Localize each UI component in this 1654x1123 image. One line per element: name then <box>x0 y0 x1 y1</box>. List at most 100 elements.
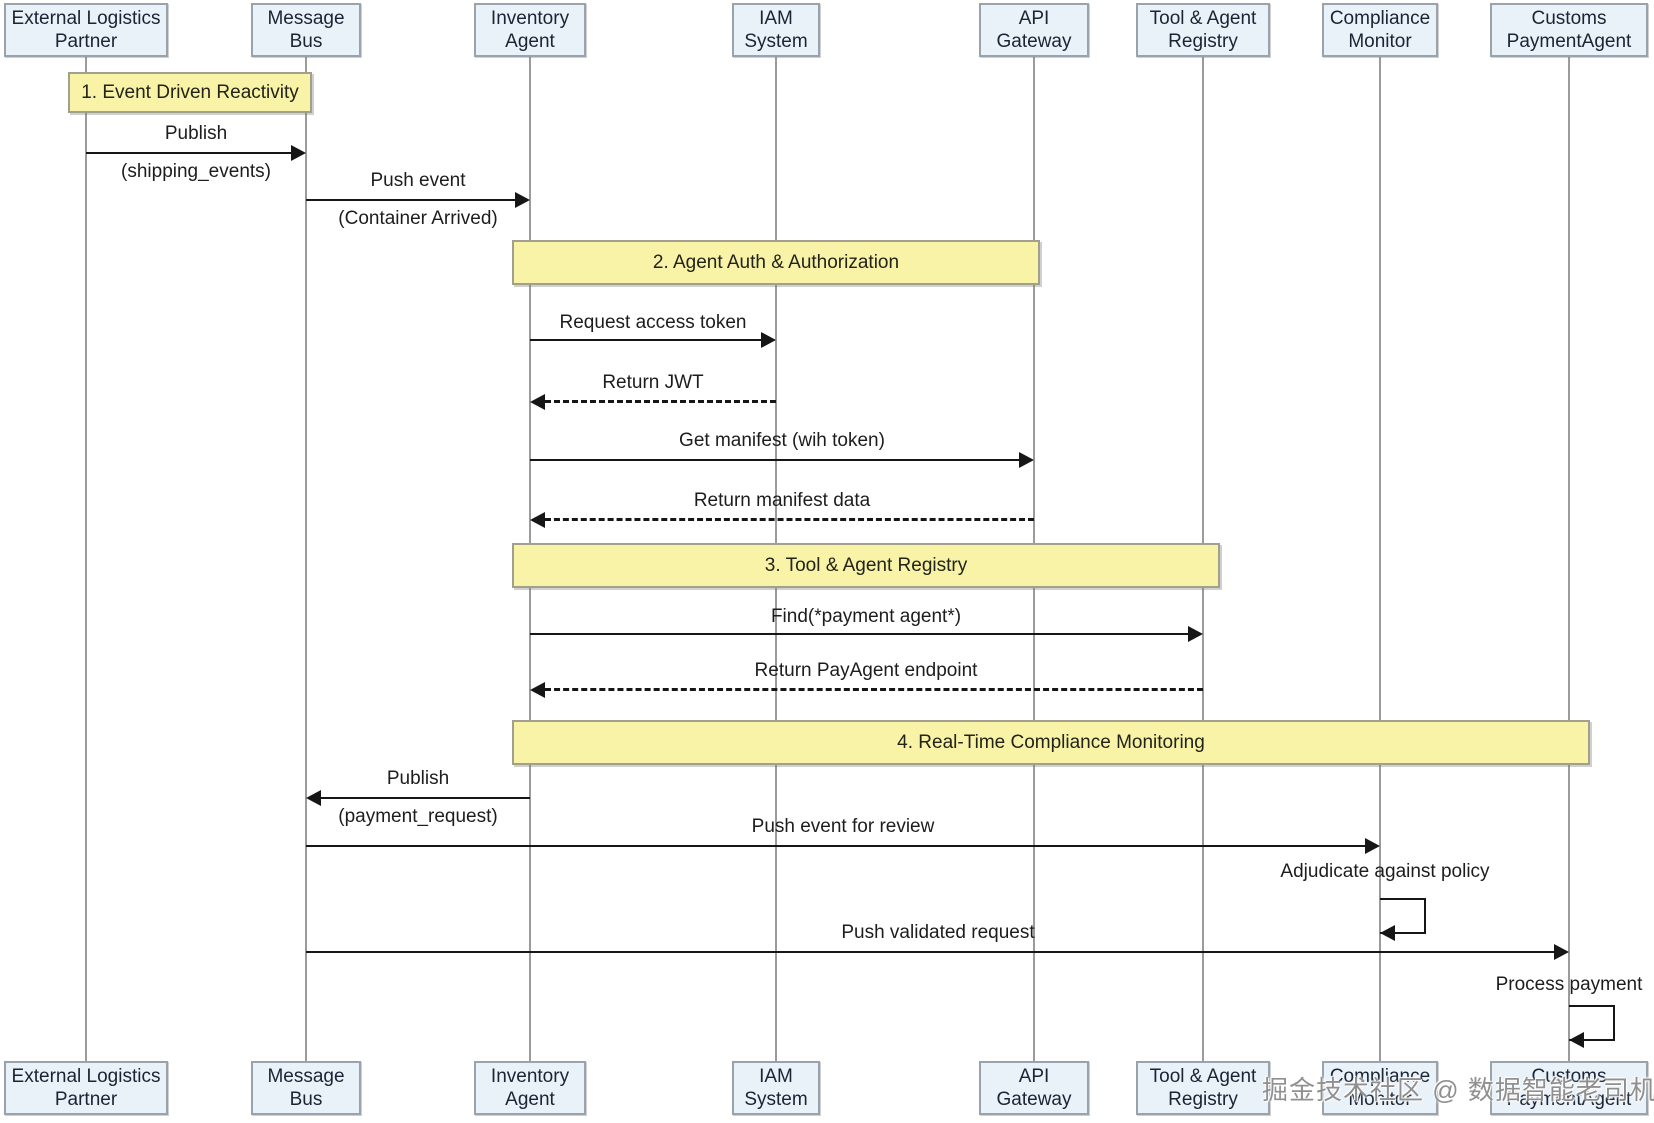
message-arrow-publish-shipping <box>86 152 298 154</box>
arrowhead <box>515 192 530 208</box>
message-label-find-payment-agent: Find(*payment agent*) <box>770 606 962 627</box>
participant-top-api-gateway: API Gateway <box>979 3 1089 57</box>
lifeline-message-bus <box>305 57 307 1061</box>
participant-label: IAM <box>759 8 793 29</box>
message-arrow-return-jwt <box>545 400 776 403</box>
message-label-publish-payment: Publish <box>386 768 450 789</box>
note-event-driven-reactivity: 1. Event Driven Reactivity <box>68 72 312 113</box>
participant-bottom-tool-agent-registry: Tool & Agent Registry <box>1136 1061 1270 1115</box>
participant-label: PaymentAgent <box>1506 31 1632 52</box>
participant-bottom-customs-paymentagent: Customs PaymentAgent <box>1490 1061 1648 1115</box>
message-label-return-jwt: Return JWT <box>602 372 704 393</box>
watermark-text: 掘金技术社区 @ 数据智能老司机 <box>1262 1075 1654 1105</box>
lifeline-customs-paymentagent <box>1568 57 1570 1061</box>
participant-label: Compliance <box>1329 8 1431 29</box>
participant-top-tool-agent-registry: Tool & Agent Registry <box>1136 3 1270 57</box>
participant-label: Customs <box>1531 8 1607 29</box>
arrowhead <box>1380 925 1395 941</box>
message-label-publish-shipping: Publish <box>164 123 228 144</box>
participant-label: Inventory <box>490 1066 570 1087</box>
participant-label: Registry <box>1168 31 1238 52</box>
participant-label: Bus <box>289 31 323 52</box>
message-arrow-push-validated-request <box>306 951 1561 953</box>
arrowhead <box>1554 944 1569 960</box>
message-label-adjudicate-against-policy: Adjudicate against policy <box>1280 861 1490 882</box>
participant-label: External Logistics <box>11 1066 161 1087</box>
participant-label: Tool & Agent <box>1149 8 1257 29</box>
arrowhead <box>1365 838 1380 854</box>
participant-top-iam-system: IAM System <box>732 3 820 57</box>
participant-label: Customs <box>1531 1066 1607 1087</box>
arrowhead <box>1188 626 1203 642</box>
message-label-push-validated-request: Push validated request <box>841 922 1035 943</box>
participant-top-customs-paymentagent: Customs PaymentAgent <box>1490 3 1648 57</box>
participant-label: Monitor <box>1348 31 1412 52</box>
message-sublabel-shipping-events: (shipping_events) <box>121 161 271 182</box>
self-loop-adjudicate <box>1380 898 1426 934</box>
note-label: 1. Event Driven Reactivity <box>81 81 299 103</box>
participant-label: API <box>1018 1066 1050 1087</box>
message-label-process-payment: Process payment <box>1495 974 1643 995</box>
message-label-push-event-for-review: Push event for review <box>751 816 935 837</box>
lifeline-external-logistics-partner <box>85 57 87 1061</box>
participant-label: Bus <box>289 1089 323 1110</box>
participant-label: Message <box>267 1066 345 1087</box>
participant-label: External Logistics <box>11 8 161 29</box>
arrowhead <box>530 394 545 410</box>
participant-label: Partner <box>54 1089 118 1110</box>
participant-bottom-iam-system: IAM System <box>732 1061 820 1115</box>
message-arrow-request-access-token <box>530 339 768 341</box>
participant-label: Tool & Agent <box>1149 1066 1257 1087</box>
participant-bottom-external-logistics-partner: External Logistics Partner <box>4 1061 168 1115</box>
message-label-return-manifest-data: Return manifest data <box>693 490 871 511</box>
message-arrow-get-manifest <box>530 459 1027 461</box>
message-arrow-push-event-for-review <box>306 845 1372 847</box>
participant-bottom-compliance-monitor: Compliance Monitor <box>1322 1061 1438 1115</box>
note-label: 4. Real-Time Compliance Monitoring <box>897 731 1205 753</box>
participant-label: System <box>744 31 808 52</box>
arrowhead <box>530 512 545 528</box>
message-label-request-access-token: Request access token <box>559 312 747 333</box>
participant-top-compliance-monitor: Compliance Monitor <box>1322 3 1438 57</box>
arrowhead <box>1569 1032 1584 1048</box>
participant-label: Gateway <box>996 31 1072 52</box>
note-agent-auth-authorization: 2. Agent Auth & Authorization <box>512 240 1040 285</box>
participant-label: Gateway <box>996 1089 1072 1110</box>
participant-top-message-bus: Message Bus <box>251 3 361 57</box>
note-label: 2. Agent Auth & Authorization <box>652 251 900 273</box>
participant-bottom-inventory-agent: Inventory Agent <box>474 1061 586 1115</box>
message-arrow-push-event <box>306 199 522 201</box>
arrowhead <box>761 332 776 348</box>
message-arrow-return-manifest-data <box>545 518 1034 521</box>
arrowhead <box>1019 452 1034 468</box>
participant-bottom-message-bus: Message Bus <box>251 1061 361 1115</box>
note-real-time-compliance-monitoring: 4. Real-Time Compliance Monitoring <box>512 720 1590 765</box>
participant-top-inventory-agent: Inventory Agent <box>474 3 586 57</box>
participant-label: API <box>1018 8 1050 29</box>
participant-label: IAM <box>759 1066 793 1087</box>
message-sublabel-payment-request: (payment_request) <box>338 806 498 827</box>
participant-label: Registry <box>1168 1089 1238 1110</box>
participant-label: Message <box>267 8 345 29</box>
participant-label: Agent <box>505 31 555 52</box>
participant-label: Monitor <box>1348 1089 1412 1110</box>
note-label: 3. Tool & Agent Registry <box>764 554 968 576</box>
message-label-get-manifest: Get manifest (wih token) <box>679 430 885 451</box>
message-arrow-return-payagent-endpoint <box>545 688 1203 691</box>
participant-label: Compliance <box>1329 1066 1431 1087</box>
self-loop-process-payment <box>1569 1005 1615 1041</box>
arrowhead <box>306 790 321 806</box>
message-arrow-find-payment-agent <box>530 633 1195 635</box>
lifeline-compliance-monitor <box>1379 57 1381 1061</box>
note-tool-agent-registry: 3. Tool & Agent Registry <box>512 543 1220 588</box>
participant-label: Agent <box>505 1089 555 1110</box>
participant-label: PaymentAgent <box>1506 1089 1632 1110</box>
message-label-return-payagent-endpoint: Return PayAgent endpoint <box>754 660 978 681</box>
participant-label: Inventory <box>490 8 570 29</box>
participant-label: System <box>744 1089 808 1110</box>
message-arrow-publish-payment <box>321 797 530 799</box>
participant-label: Partner <box>54 31 118 52</box>
participant-bottom-api-gateway: API Gateway <box>979 1061 1089 1115</box>
message-sublabel-container-arrived: (Container Arrived) <box>338 208 498 229</box>
